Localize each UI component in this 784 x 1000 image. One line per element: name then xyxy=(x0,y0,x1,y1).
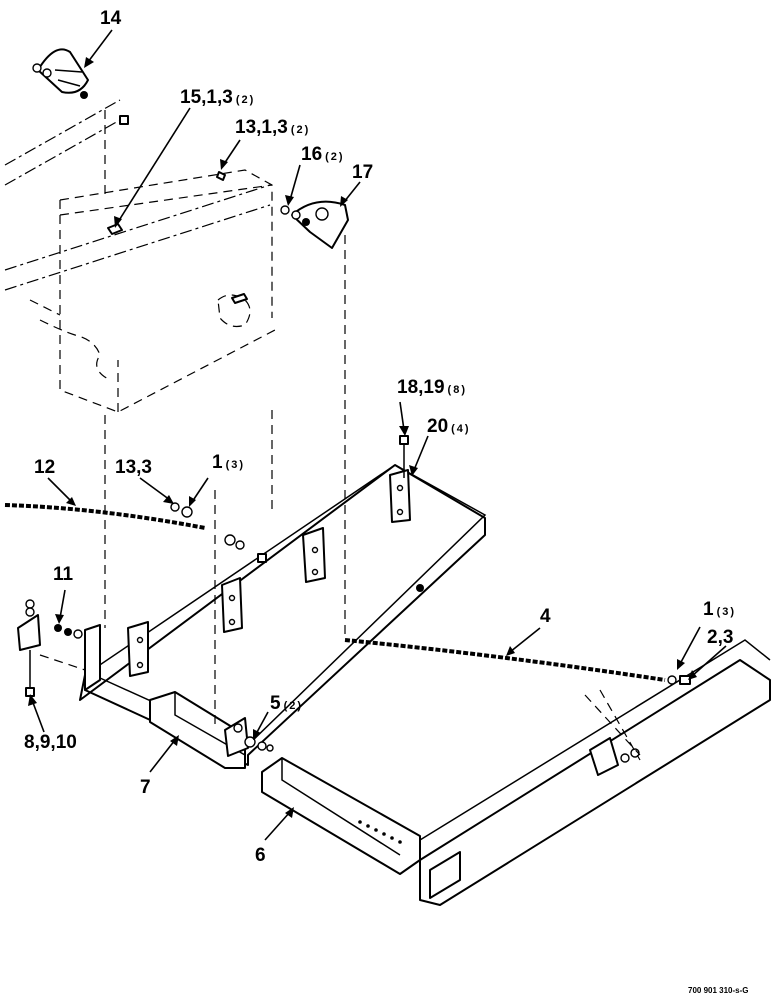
washer-icon xyxy=(244,736,256,748)
bolt-icon xyxy=(119,115,129,125)
leader-lines xyxy=(28,29,727,841)
bracket-icon xyxy=(291,200,349,249)
upper-frame-outline xyxy=(4,99,271,291)
callout-1-left: 1(3) xyxy=(212,452,245,473)
washer-icon xyxy=(280,205,290,215)
chain-icon xyxy=(4,503,206,530)
bracket-icon xyxy=(389,469,411,523)
callout-labels: 14 15,1,3(2) 13,1,3(2) 16(2) 17 18,19(8)… xyxy=(24,8,736,866)
callout-14: 14 xyxy=(100,8,122,29)
callout-18-19: 18,19(8) xyxy=(397,377,467,398)
bolt-icon xyxy=(216,171,226,181)
chain-12 xyxy=(4,502,267,563)
bracket-11 xyxy=(17,599,83,697)
support-7 xyxy=(149,691,249,769)
bracket-14 xyxy=(32,48,129,125)
callout-6: 6 xyxy=(255,845,266,866)
bolt-icon xyxy=(257,553,267,563)
chain-4 xyxy=(344,638,691,685)
callout-16: 16(2) xyxy=(301,144,345,165)
callout-20: 20(4) xyxy=(427,416,471,437)
callout-11: 11 xyxy=(53,564,74,585)
bracket-17 xyxy=(107,171,349,304)
hardware-5 xyxy=(244,736,274,752)
callout-12: 12 xyxy=(34,457,55,478)
cross-beam xyxy=(419,639,771,906)
callout-4: 4 xyxy=(540,606,551,627)
callout-1-right: 1(3) xyxy=(703,599,736,620)
chain-icon xyxy=(344,638,666,682)
bolt-icon xyxy=(399,435,409,445)
callout-2-3: 2,3 xyxy=(707,627,733,648)
callout-7: 7 xyxy=(140,777,151,798)
bolt-icon xyxy=(679,675,691,685)
callout-17: 17 xyxy=(352,162,373,183)
callout-13-1-3-top: 13,1,3(2) xyxy=(235,117,310,138)
callout-13-3: 13,3 xyxy=(115,457,152,478)
shield-panel xyxy=(29,169,276,413)
callout-5: 5(2) xyxy=(270,693,303,714)
callout-15-1-3: 15,1,3(2) xyxy=(180,87,255,108)
washer-icon xyxy=(32,63,42,73)
frame-beam xyxy=(79,435,487,766)
document-number: 700 901 310-s-G xyxy=(688,986,749,995)
alignment-lines xyxy=(39,235,641,761)
callout-8-9-10: 8,9,10 xyxy=(24,732,77,753)
